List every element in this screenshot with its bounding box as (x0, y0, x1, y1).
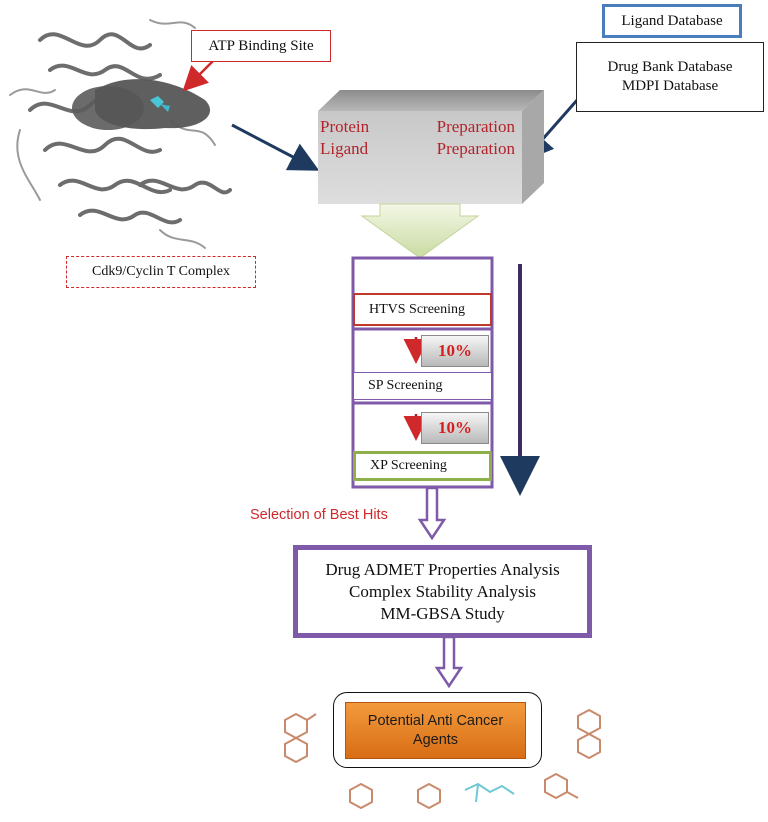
percent-badge-2: 10% (421, 412, 489, 444)
drug-bank-label: Drug Bank Database (607, 59, 733, 75)
prep-protein-a: Protein (320, 117, 370, 136)
analysis-line-1: Drug ADMET Properties Analysis (325, 559, 560, 579)
percent-label-1: 10% (438, 341, 472, 360)
best-hits-label: Selection of Best Hits (250, 507, 388, 523)
prep-protein-b: Preparation (436, 117, 515, 136)
htvs-label: HTVS Screening (369, 301, 466, 317)
percent-badge-1: 10% (421, 335, 489, 367)
analysis-line-2: Complex Stability Analysis (348, 581, 536, 601)
sp-label: SP Screening (368, 378, 443, 393)
xp-label: XP Screening (370, 458, 447, 473)
sp-screening-box: SP Screening (353, 372, 492, 400)
analysis-line-3: MM-GBSA Study (380, 603, 505, 623)
database-list-box: Drug Bank Database MDPI Database (576, 42, 764, 112)
prep-ligand-b: Preparation (436, 139, 515, 158)
molecule-icons (284, 708, 601, 810)
ligand-database-label: Ligand Database (621, 12, 723, 29)
preparation-box: Protein Preparation Ligand Preparation (320, 116, 515, 168)
mdpi-label: MDPI Database (621, 78, 719, 94)
agents-line-2: Agents (412, 731, 459, 748)
atp-binding-site-callout: ATP Binding Site (191, 30, 331, 62)
percent-label-2: 10% (438, 418, 472, 437)
htvs-screening-box: HTVS Screening (353, 293, 492, 326)
down-arrow-icon (417, 486, 464, 689)
analysis-box: Drug ADMET Properties Analysis Complex S… (293, 545, 592, 638)
prep-ligand-a: Ligand (320, 139, 369, 158)
ligand-database-box: Ligand Database (602, 4, 742, 38)
agents-line-1: Potential Anti Cancer (367, 712, 504, 729)
atp-binding-site-label: ATP Binding Site (208, 37, 314, 54)
xp-screening-box: XP Screening (353, 451, 492, 481)
complex-caption: Cdk9/Cyclin T Complex (66, 256, 256, 288)
anti-cancer-agents-box: Potential Anti Cancer Agents (345, 702, 526, 759)
complex-caption-label: Cdk9/Cyclin T Complex (92, 264, 230, 279)
